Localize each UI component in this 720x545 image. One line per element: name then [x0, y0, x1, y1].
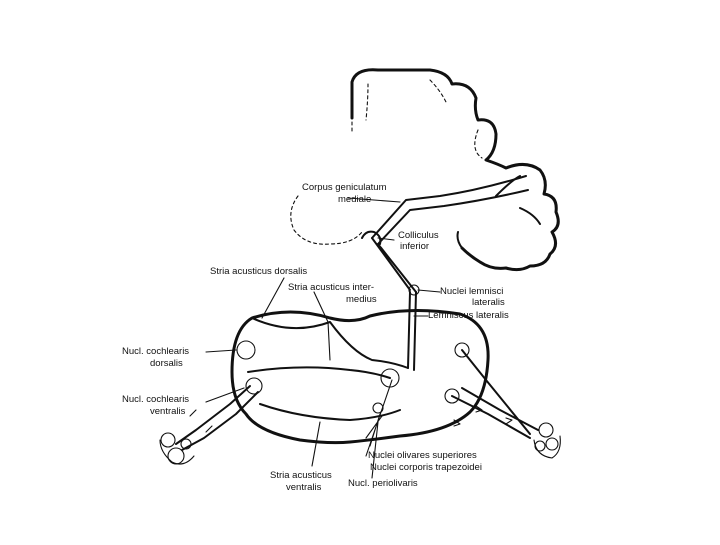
- label-cochlearis-ventralis-1: Nucl. cochlearis: [122, 394, 189, 405]
- label-corpus-geniculatum-2: mediale: [338, 194, 371, 205]
- nucl-cochlearis-dorsalis: [237, 341, 255, 359]
- stria-intermedius-path: [248, 367, 390, 378]
- label-periolivaris: Nucl. periolivaris: [348, 478, 418, 489]
- label-colliculus-2: inferior: [400, 241, 429, 252]
- label-nuclei-lemnisci-1: Nuclei lemnisci: [440, 286, 503, 297]
- label-olivares-superiores: Nuclei olivares superiores: [368, 450, 477, 461]
- label-corporis-trapezoidei: Nuclei corporis trapezoidei: [370, 462, 482, 473]
- right-cochlea: [534, 423, 560, 458]
- right-cochlear-nerve: [452, 350, 538, 438]
- cortex-gyrus-inner: [458, 176, 541, 248]
- label-corpus-geniculatum-1: Corpus geniculatum: [302, 182, 387, 193]
- label-stria-ventralis-2: ventralis: [286, 482, 322, 493]
- label-cochlearis-ventralis-2: ventralis: [150, 406, 186, 417]
- label-stria-ventralis-1: Stria acusticus: [270, 470, 332, 481]
- label-cochlearis-dorsalis-2: dorsalis: [150, 358, 183, 369]
- label-stria-intermedius-2: medius: [346, 294, 377, 305]
- label-stria-intermedius-1: Stria acusticus inter-: [288, 282, 374, 293]
- cortex-inner-outline: [352, 80, 482, 158]
- label-nuclei-lemnisci-2: lateralis: [472, 297, 505, 308]
- brainstem-outline: [232, 310, 488, 442]
- label-cochlearis-dorsalis-1: Nucl. cochlearis: [122, 346, 189, 357]
- nucl-cochlearis-ventralis: [246, 378, 262, 394]
- label-colliculus-1: Colliculus: [398, 230, 439, 241]
- left-cochlea: [160, 433, 194, 464]
- ascending-tract-upper: [372, 176, 526, 238]
- label-stria-dorsalis: Stria acusticus dorsalis: [210, 266, 307, 277]
- label-lemniscus-lateralis: Lemniscus lateralis: [428, 310, 509, 321]
- lemniscus-lateralis-line: [408, 292, 416, 370]
